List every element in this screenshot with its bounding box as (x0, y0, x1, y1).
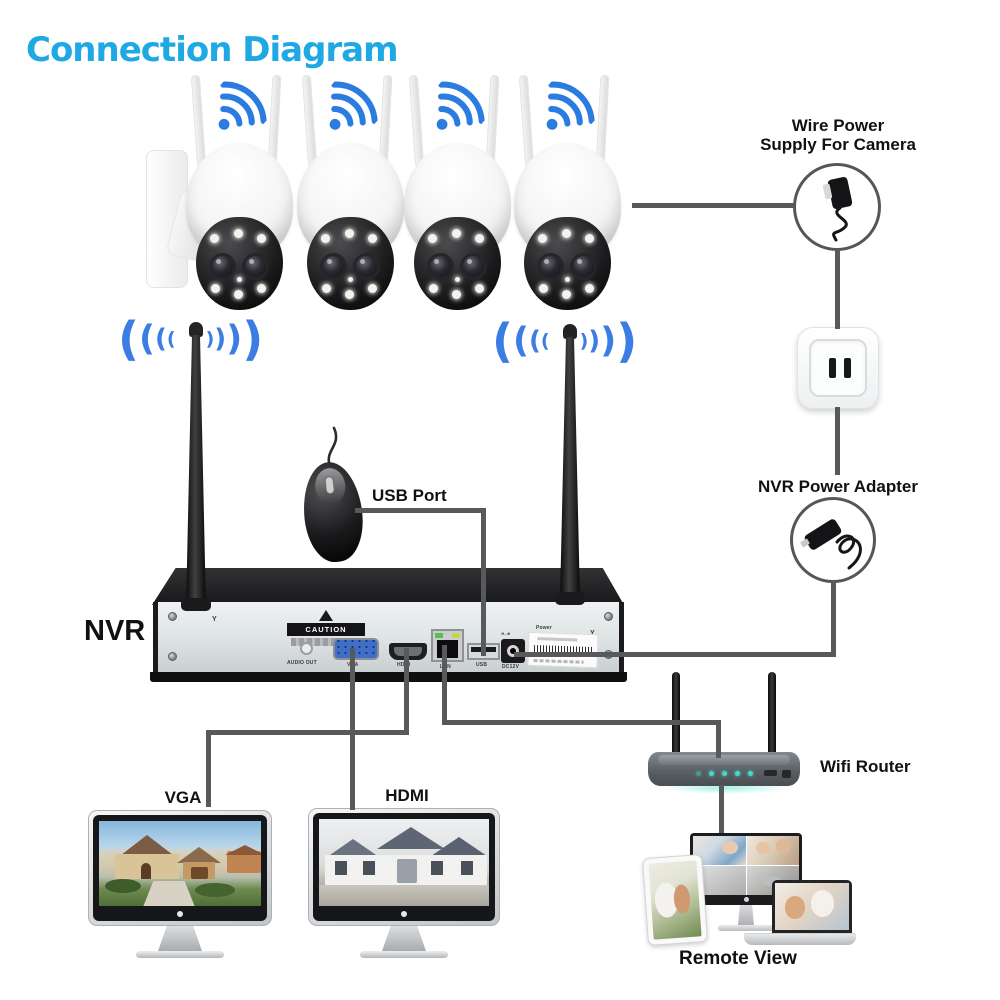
wire-camera-to-power-supply (632, 203, 794, 208)
remote-view-label: Remote View (679, 948, 797, 969)
vga-port (333, 638, 379, 660)
nvr-box-top (152, 568, 624, 605)
camera-2 (293, 74, 408, 310)
wifi-signal-icon (546, 81, 595, 130)
camera-lens-face (414, 217, 501, 310)
remote-laptop (744, 880, 856, 945)
remote-tablet (642, 854, 708, 946)
camera-lens (570, 253, 597, 280)
wire-lan-horizontal (442, 720, 721, 725)
wire-to-router (716, 720, 721, 758)
camera-lens-face (307, 217, 394, 310)
router-antenna-icon (768, 672, 776, 756)
wire-lan-port-down (442, 645, 447, 725)
wifi-signal-icon (436, 81, 485, 130)
nvr-power-adapter-icon (790, 497, 876, 583)
camera-1 (182, 74, 297, 310)
vga-monitor-screen (99, 821, 261, 906)
camera-wall-mount (146, 150, 188, 288)
nvr-antenna-icon (560, 337, 580, 600)
router-antenna-icon (672, 672, 680, 756)
wifi-signal-icon (329, 81, 378, 130)
camera-4 (510, 74, 625, 310)
camera-lens (353, 253, 380, 280)
wifi-router-icon (648, 752, 800, 786)
wire-hdmi-port-down (404, 648, 409, 735)
lan-port (431, 629, 464, 662)
wire-adapter-to-dc12v (514, 652, 836, 657)
camera-antenna-icon (408, 74, 425, 168)
mouse-cord (327, 426, 338, 468)
dc-12v-jack (501, 639, 525, 663)
wire-vga-port-down (350, 648, 355, 810)
vga-monitor (88, 810, 272, 958)
camera-lens (427, 253, 454, 280)
camera-lens (537, 253, 564, 280)
wire-hdmi-horizontal (206, 730, 409, 735)
camera-power-adapter-icon (793, 163, 881, 251)
camera-lens-face (196, 217, 283, 310)
wire-power-supply-label: Wire Power Supply For Camera (760, 116, 916, 154)
remote-tablet-screen (648, 860, 702, 940)
camera-lens (320, 253, 347, 280)
remote-laptop-screen (775, 883, 849, 930)
wifi-router-label: Wifi Router (820, 757, 911, 776)
caution-sticker: CAUTION (287, 610, 365, 646)
nvr-box-bottom (150, 672, 627, 682)
hdmi-monitor-screen (319, 819, 489, 906)
hdmi-label: HDMI (385, 786, 429, 805)
nvr-power-adapter-label: NVR Power Adapter (758, 477, 918, 496)
camera-lens (242, 253, 269, 280)
nvr-antenna-icon (186, 335, 206, 610)
antenna-signal-icon: (((( )))) (492, 314, 638, 368)
camera-lens-face (524, 217, 611, 310)
wire-to-vga-monitor (206, 730, 211, 807)
antenna-signal-icon: (((( )))) (118, 312, 264, 366)
nvr-label: NVR (84, 615, 146, 647)
nvr-antenna-icon (189, 322, 203, 337)
camera-antenna-icon (301, 74, 318, 168)
camera-antenna-icon (518, 74, 535, 168)
camera-lens (209, 253, 236, 280)
camera-3 (400, 74, 515, 310)
camera-antenna-icon (190, 74, 207, 168)
wire-mouse-horizontal (355, 508, 486, 513)
camera-lens (460, 253, 487, 280)
wifi-signal-icon (218, 81, 267, 130)
wire-mouse-to-usb (481, 508, 486, 656)
usb-port-label: USB Port (372, 486, 447, 505)
wire-adapter-down (831, 581, 836, 657)
wire-outlet-to-adapter (835, 407, 840, 475)
wall-outlet-icon (797, 327, 879, 409)
wire-router-to-remote (719, 785, 724, 835)
audio-out-jack (300, 642, 313, 655)
nvr-antenna-icon (563, 324, 577, 339)
nvr-barcode-sticker (527, 631, 599, 669)
wire-power-supply-to-outlet (835, 249, 840, 329)
hdmi-monitor (308, 808, 500, 958)
page-title: Connection Diagram (26, 30, 399, 70)
vga-label: VGA (164, 788, 202, 807)
